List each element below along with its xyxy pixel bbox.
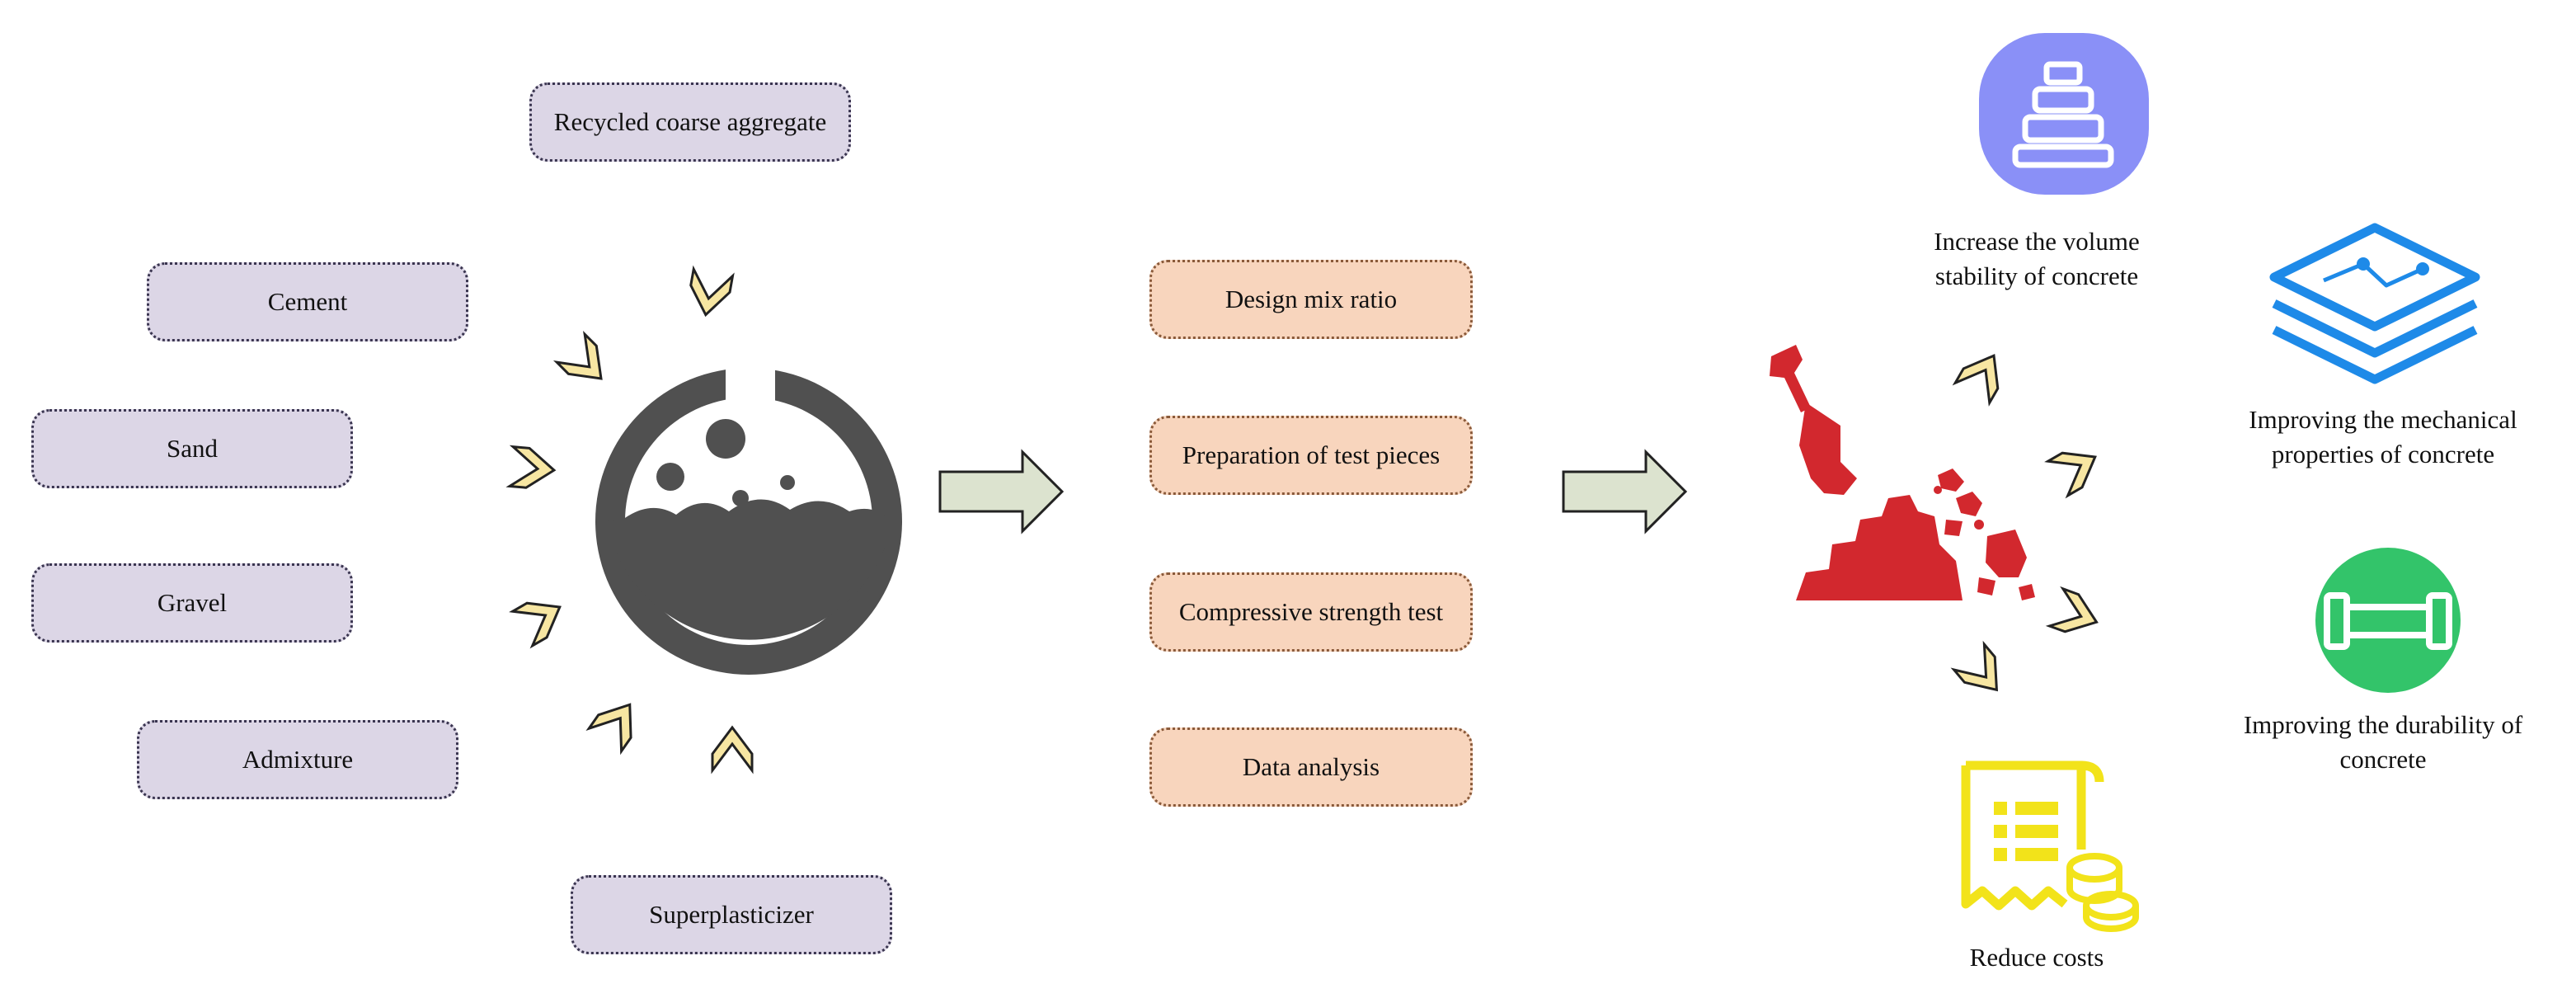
material-recycled-coarse-aggregate: Recycled coarse aggregate (529, 82, 851, 162)
shovel-rubble-icon (1770, 345, 2035, 600)
dumbbell-icon (2315, 548, 2461, 693)
layers-icon (2269, 223, 2480, 384)
step-data-analysis: Data analysis (1149, 727, 1473, 807)
step-design-mix-ratio: Design mix ratio (1149, 260, 1473, 339)
material-gravel: Gravel (31, 563, 353, 643)
outcome-durability-label: Improving the durability of concrete (2243, 710, 2523, 774)
material-admixture: Admixture (137, 720, 458, 799)
block-arrow-2 (1562, 449, 1688, 534)
chevron-arrows-in (505, 265, 754, 774)
material-superplasticizer: Superplasticizer (571, 875, 892, 954)
outcome-mechanical-properties-label: Improving the mechanical properties of c… (2249, 405, 2517, 468)
receipt-coins-icon (1961, 760, 2139, 932)
step-preparation-of-test-pieces: Preparation of test pieces (1149, 416, 1473, 495)
mixer-icon (595, 355, 902, 675)
chevron-arrows-out (1950, 354, 2099, 692)
block-arrow-1 (938, 449, 1065, 534)
material-cement: Cement (147, 262, 468, 341)
material-sand: Sand (31, 409, 353, 488)
outcome-volume-stability-label: Increase the volume stability of concret… (1934, 227, 2140, 290)
stacked-rings-icon (1979, 33, 2149, 195)
outcome-reduce-costs-label: Reduce costs (1969, 943, 2104, 972)
step-compressive-strength-test: Compressive strength test (1149, 572, 1473, 652)
